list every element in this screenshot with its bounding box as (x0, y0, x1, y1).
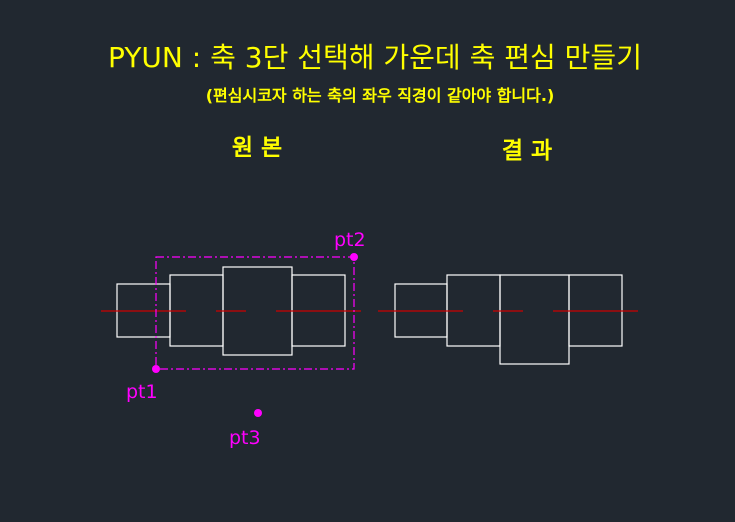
result-shaft (394, 274, 623, 365)
pt1-label: pt1 (126, 381, 158, 403)
subtitle: (편심시코자 하는 축의 좌우 직경이 같아야 합니다.) (205, 86, 555, 105)
pt2-label: pt2 (334, 229, 366, 251)
selection-window (155, 256, 355, 370)
pt3-label: pt3 (229, 427, 261, 449)
pt2-marker (350, 253, 358, 261)
shaft-segment (499, 274, 570, 365)
label-original: 원 본 (231, 135, 283, 161)
pt1-marker (152, 365, 160, 373)
title: PYUN : 축 3단 선택해 가운데 축 편심 만들기 (108, 41, 642, 74)
pt3-marker (254, 409, 262, 417)
label-result: 결 과 (501, 138, 553, 164)
